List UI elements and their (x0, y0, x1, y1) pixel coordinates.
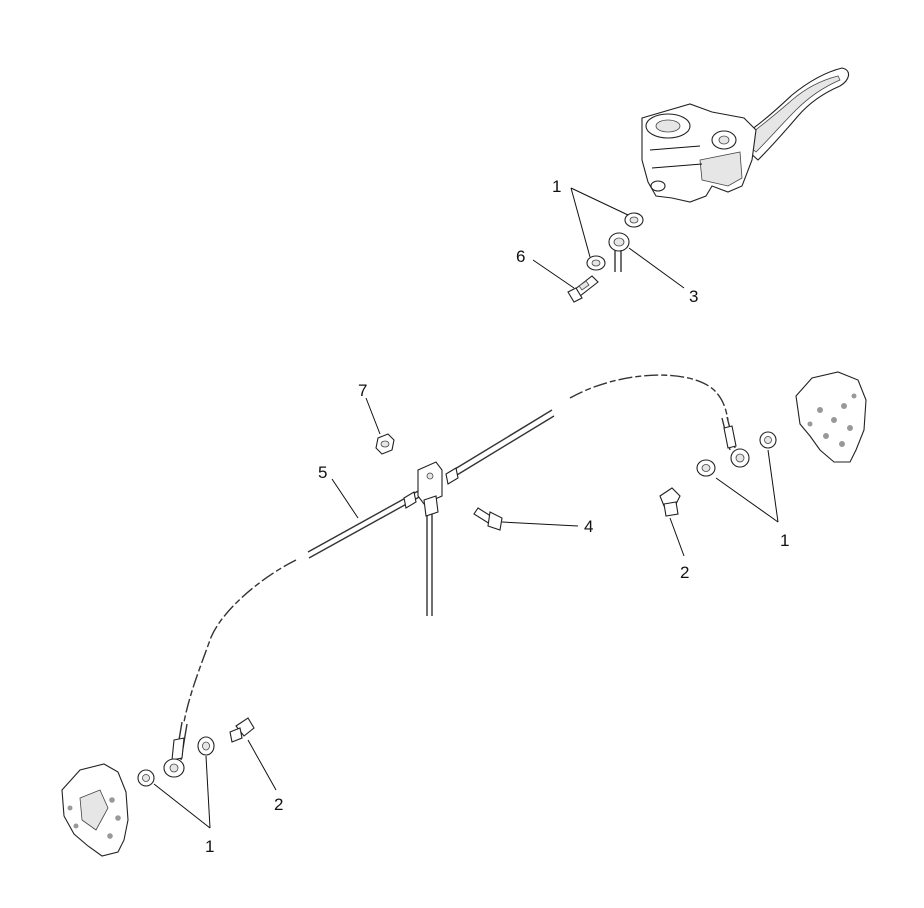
left-banjo-fitting (163, 721, 188, 778)
callout-4: 4 (584, 517, 593, 536)
right-washer-b (696, 459, 716, 477)
right-banjo-fitting (721, 416, 750, 468)
master-cylinder-assembly (641, 67, 850, 203)
callout-1-top: 1 (552, 177, 561, 196)
banjo-bolt-top (567, 275, 599, 303)
callout-3: 3 (689, 287, 698, 306)
left-brake-caliper (61, 763, 129, 857)
callout-5: 5 (318, 463, 327, 482)
callout-1-right: 1 (780, 531, 789, 550)
hose-lower-left (183, 559, 297, 723)
right-washer-a (759, 431, 777, 449)
callout-2-right: 2 (680, 563, 689, 582)
mounting-bolt (473, 507, 503, 531)
brake-hose-left (307, 489, 422, 559)
left-washer-a (197, 736, 215, 756)
right-brake-caliper (795, 371, 867, 463)
top-washer-upper (624, 212, 644, 228)
callout-6: 6 (516, 247, 525, 266)
callout-2-left: 2 (274, 795, 283, 814)
banjo-fitting-top (608, 232, 630, 272)
top-washer-lower (586, 255, 606, 271)
junction-block (403, 461, 459, 517)
left-caliper-bolt (229, 717, 255, 743)
junction-drop-line (426, 512, 433, 616)
right-caliper-bolt (659, 487, 681, 517)
hose-upper-right (569, 374, 729, 421)
callout-1-left: 1 (205, 837, 214, 856)
hose-nut (375, 433, 395, 455)
left-washer-b (137, 769, 155, 787)
callout-7: 7 (358, 381, 367, 400)
